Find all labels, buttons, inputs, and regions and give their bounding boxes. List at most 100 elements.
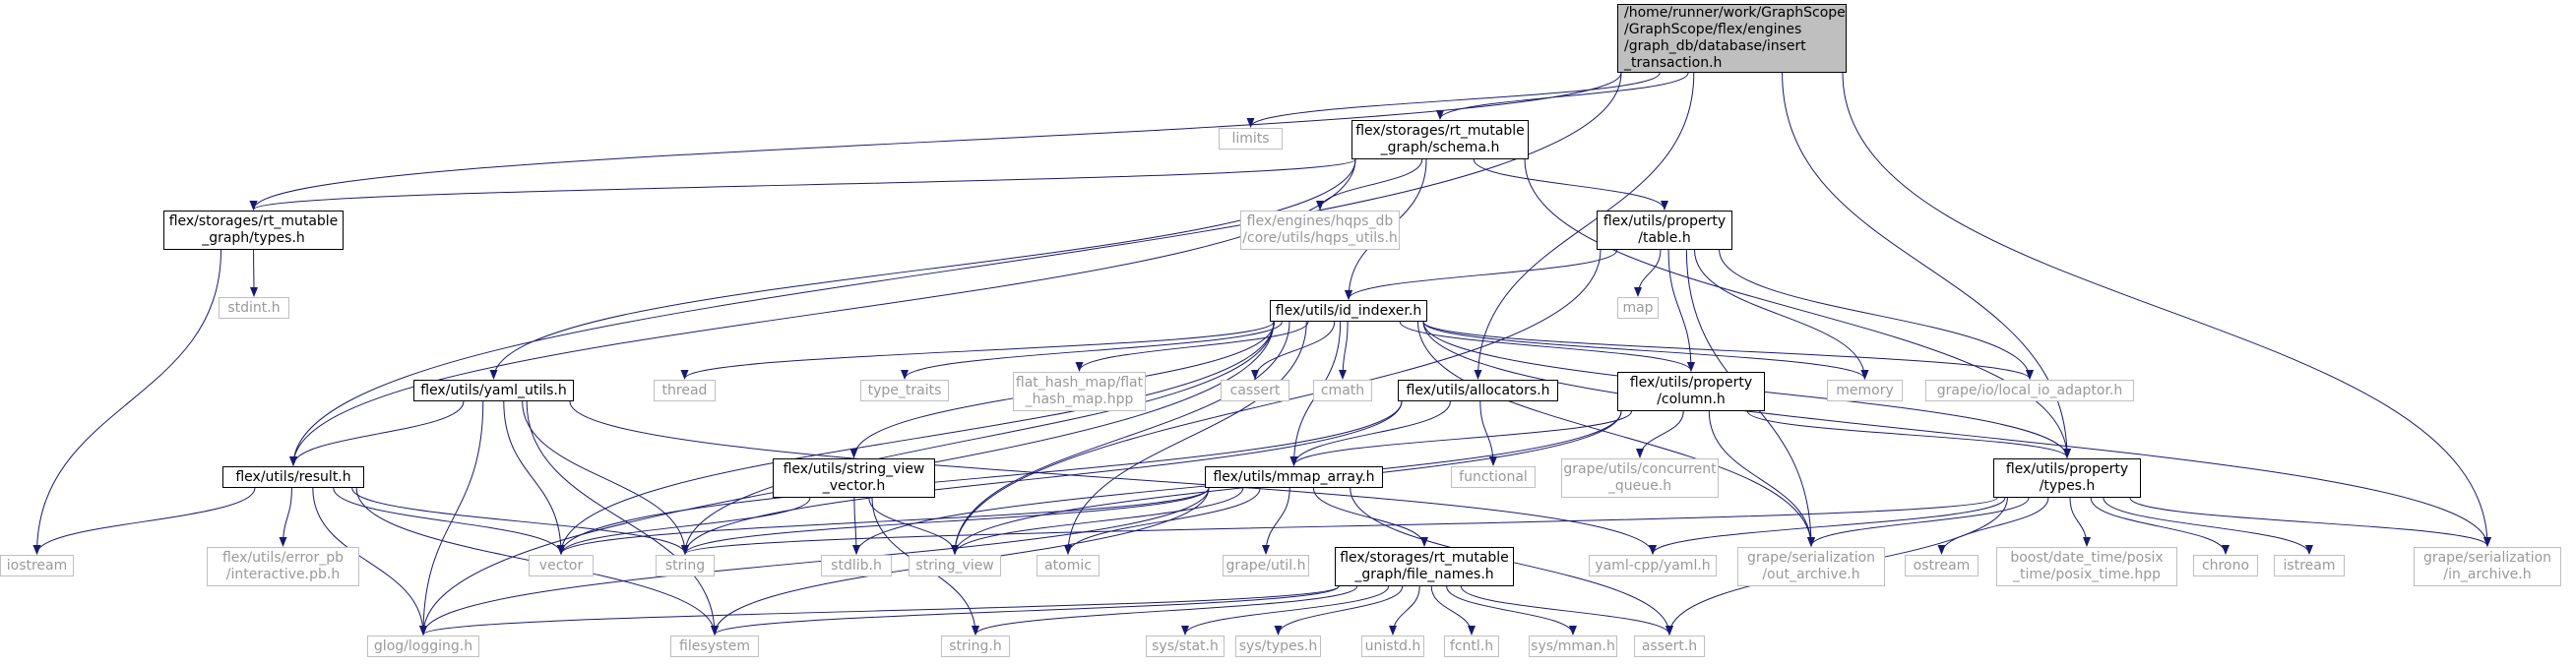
node-in-archive: grape/serialization /in_archive.h — [2414, 547, 2561, 586]
edge-id_indexer-to-local_io — [1422, 321, 2034, 380]
edge-yaml_utils-to-filesystem — [526, 400, 719, 636]
edge-id_indexer-to-string — [681, 321, 1275, 555]
edge-file_names-to-sys_stat — [1181, 585, 1390, 636]
edge-allocators-to-string — [681, 400, 1403, 555]
node-flat-hash-map: flat_hash_map/flat _hash_map.hpp — [1013, 372, 1146, 411]
node-grape-util: grape/util.h — [1223, 555, 1309, 576]
edge-root-to-schema — [1436, 72, 1689, 120]
edge-id_indexer-to-in_archive — [1422, 321, 2491, 547]
edge-prop_types-to-string — [681, 497, 1998, 555]
node-table[interactable]: flex/utils/property /table.h — [1597, 211, 1732, 250]
edge-id_indexer-to-type_traits — [901, 321, 1283, 380]
edge-root-to-in_archive — [1842, 72, 2491, 547]
node-sys-mman: sys/mman.h — [1529, 636, 1617, 657]
edge-mmap_array-to-glog — [419, 487, 1210, 636]
node-out-archive: grape/serialization /out_archive.h — [1737, 547, 1885, 586]
edge-id_indexer-to-flat_hash_map — [1075, 321, 1309, 372]
node-mmap-array[interactable]: flex/utils/mmap_array.h — [1205, 466, 1383, 488]
node-iostream: iostream — [0, 555, 74, 576]
edge-file_names-to-unistd — [1389, 585, 1420, 636]
edge-table-to-string_view — [951, 249, 1602, 555]
edge-id_indexer-to-cassert — [1251, 321, 1336, 380]
edge-schema-to-table — [1473, 158, 1668, 211]
edge-schema-to-yaml_utils — [489, 158, 1356, 380]
edge-file_names-to-fcntl — [1430, 585, 1476, 636]
node-string-view-vector[interactable]: flex/utils/string_view _vector.h — [773, 458, 935, 498]
edge-yaml_utils-to-glog — [419, 400, 484, 636]
edge-id_indexer-to-column — [1399, 321, 1695, 372]
node-vector: vector — [529, 555, 594, 576]
node-types-h[interactable]: flex/storages/rt_mutable _graph/types.h — [163, 211, 344, 250]
node-posix-time: boost/date_time/posix _time/posix_time.h… — [1996, 547, 2177, 586]
node-column[interactable]: flex/utils/property /column.h — [1617, 372, 1765, 411]
edge-string_view_vector-to-vector — [557, 497, 811, 555]
edge-column-to-mmap_array — [1289, 410, 1632, 466]
node-allocators[interactable]: flex/utils/allocators.h — [1398, 380, 1558, 401]
edge-file_names-to-sys_types — [1274, 585, 1404, 636]
node-sys-stat: sys/stat.h — [1146, 636, 1225, 657]
edge-id_indexer-to-vector — [557, 321, 1275, 555]
edge-column-to-out_archive — [1708, 410, 1815, 547]
node-stdint: stdint.h — [219, 297, 289, 319]
edge-file_names-to-string_h — [972, 585, 1358, 636]
node-unistd: unistd.h — [1361, 636, 1424, 657]
edge-yaml_utils-to-yaml_cpp — [569, 400, 1657, 555]
edge-root-to-allocators — [1474, 72, 1695, 380]
edge-root-to-result — [289, 72, 1622, 466]
node-concurrent-queue: grape/utils/concurrent _queue.h — [1561, 458, 1719, 498]
edge-mmap_array-to-string_view — [951, 487, 1244, 555]
edge-table-to-memory — [1694, 249, 1869, 380]
edge-file_names-to-glog — [419, 585, 1340, 636]
edge-result-to-glog — [312, 487, 427, 636]
node-thread: thread — [654, 380, 716, 401]
node-memory: memory — [1827, 380, 1903, 401]
edge-schema-to-types_h — [249, 158, 1356, 211]
edge-file_names-to-sys_mman — [1446, 585, 1577, 636]
edge-id_indexer-to-cmath — [1339, 321, 1349, 380]
edge-allocators-to-mmap_array — [1289, 400, 1451, 466]
edge-result-to-vector — [333, 487, 565, 555]
edge-table-to-column — [1667, 249, 1695, 372]
node-sys-types: sys/types.h — [1235, 636, 1321, 657]
node-prop-types[interactable]: flex/utils/property /types.h — [1993, 458, 2141, 498]
node-ostream: ostream — [1905, 555, 1979, 576]
edge-prop_types-to-out_archive — [1807, 497, 2030, 547]
node-glog: glog/logging.h — [367, 636, 479, 657]
edge-schema-to-hqps — [1316, 158, 1423, 211]
node-string: string — [656, 555, 715, 576]
node-map: map — [1617, 297, 1659, 319]
edge-result-to-error_pb — [279, 487, 292, 547]
edge-id_indexer-to-out_archive — [1417, 321, 1815, 547]
node-root: /home/runner/work/GraphScope /GraphScope… — [1617, 4, 1847, 73]
edge-mmap_array-to-grape_util — [1262, 487, 1290, 555]
node-stdlib: stdlib.h — [821, 555, 892, 576]
edge-table-to-local_io — [1719, 249, 2034, 380]
node-cassert: cassert — [1221, 380, 1289, 401]
edge-prop_types-to-ostream — [1937, 497, 2049, 555]
node-yaml-utils[interactable]: flex/utils/yaml_utils.h — [413, 380, 574, 401]
edge-file_names-to-filesystem — [711, 585, 1340, 636]
edge-schema-to-result — [289, 158, 1356, 466]
node-atomic: atomic — [1037, 555, 1100, 576]
edge-yaml_utils-to-vector — [503, 400, 565, 555]
edge-id_indexer-to-memory — [1422, 321, 1869, 380]
edge-table-to-id_indexer — [1345, 249, 1618, 300]
edge-prop_types-to-yaml_cpp — [1649, 497, 2006, 555]
node-cmath: cmath — [1313, 380, 1372, 401]
node-id-indexer[interactable]: flex/utils/id_indexer.h — [1270, 300, 1427, 322]
edge-root-to-limits — [1246, 72, 1661, 128]
node-chrono: chrono — [2193, 555, 2258, 576]
node-assert: assert.h — [1634, 636, 1705, 657]
node-local-io: grape/io/local_io_adaptor.h — [1925, 380, 2134, 401]
edge-types_h-to-iostream — [32, 249, 221, 555]
edge-prop_types-to-in_archive — [2129, 497, 2491, 547]
edge-yaml_utils-to-result — [289, 400, 465, 466]
node-schema[interactable]: flex/storages/rt_mutable _graph/schema.h — [1351, 120, 1529, 159]
edge-string_view_vector-to-stdlib — [851, 497, 860, 555]
edge-column-to-concurrent_queue — [1636, 410, 1684, 458]
edge-table-to-map — [1634, 249, 1662, 297]
node-result[interactable]: flex/utils/result.h — [222, 466, 364, 488]
node-file-names[interactable]: flex/storages/rt_mutable _graph/file_nam… — [1335, 547, 1514, 586]
edge-result-to-string — [351, 487, 689, 555]
